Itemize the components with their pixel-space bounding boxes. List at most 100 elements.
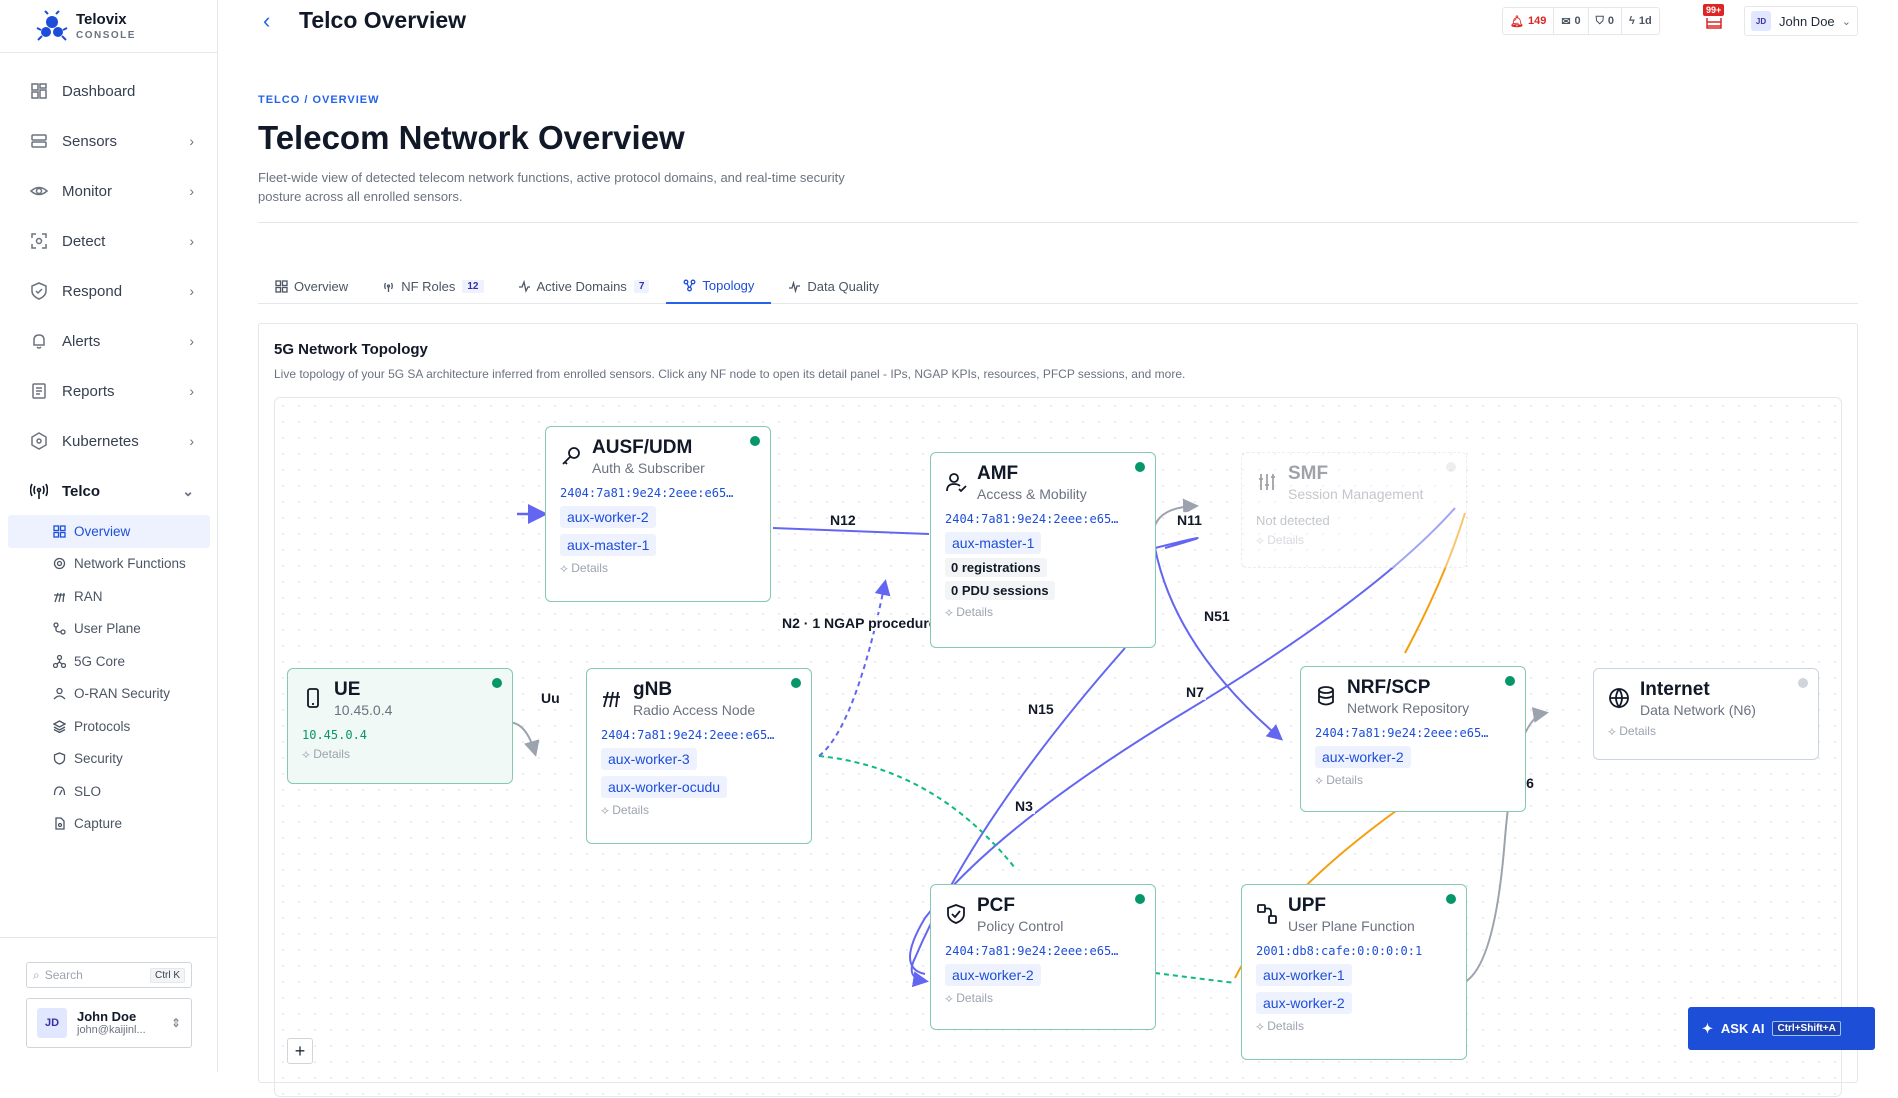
subnav-oran-security[interactable]: O-RAN Security	[8, 678, 210, 711]
back-arrow-icon[interactable]: ‹	[263, 8, 271, 33]
edge-label-n12: N12	[828, 512, 858, 528]
tab-data-quality[interactable]: Data Quality	[771, 268, 896, 304]
chevron-right-icon: ›	[189, 333, 194, 349]
subnav-5g-core[interactable]: 5G Core	[8, 645, 210, 678]
nav-sensors[interactable]: Sensors›	[0, 116, 218, 166]
node-subtitle: Network Repository	[1347, 700, 1470, 716]
tab-label: Active Domains	[536, 278, 627, 294]
tab-topology[interactable]: Topology	[666, 268, 772, 304]
page-title: Telecom Network Overview	[258, 119, 685, 156]
nav-monitor[interactable]: Monitor›	[0, 166, 218, 216]
subnav-capture[interactable]: Capture	[8, 808, 210, 841]
details-link[interactable]: ⟡ Details	[1315, 773, 1363, 787]
details-link[interactable]: ⟡ Details	[1608, 724, 1656, 738]
subnav-slo[interactable]: SLO	[8, 775, 210, 808]
subnav-security[interactable]: Security	[8, 743, 210, 776]
subnav-protocols[interactable]: Protocols	[8, 710, 210, 743]
node-title: AMF	[977, 463, 1019, 484]
host-chip[interactable]: aux-worker-2	[1256, 992, 1352, 1014]
topology-title: 5G Network Topology	[274, 341, 428, 358]
host-chip[interactable]: aux-master-1	[560, 534, 657, 556]
nav-respond[interactable]: Respond›	[0, 266, 218, 316]
subnav-user-plane[interactable]: User Plane	[8, 613, 210, 646]
nav-reports[interactable]: Reports›	[0, 366, 218, 416]
node-title: gNB	[633, 679, 673, 700]
subnav-ran[interactable]: RAN	[8, 580, 210, 613]
shield-badge[interactable]: ⛉0	[1589, 8, 1623, 34]
nav-alerts[interactable]: Alerts›	[0, 316, 218, 366]
nav-dashboard[interactable]: Dashboard	[0, 66, 218, 116]
route-icon	[1257, 904, 1277, 924]
node-subtitle: Radio Access Node	[633, 702, 756, 718]
details-link[interactable]: ⟡ Details	[945, 605, 993, 619]
tab-overview[interactable]: Overview	[258, 268, 365, 304]
node-title: AUSF/UDM	[592, 437, 693, 458]
antenna-icon	[384, 282, 394, 292]
ask-ai-shortcut: Ctrl+Shift+A	[1772, 1021, 1841, 1036]
host-chip[interactable]: aux-master-1	[945, 532, 1042, 554]
tab-label: NF Roles	[401, 278, 456, 294]
host-chip[interactable]: aux-worker-2	[560, 506, 656, 528]
details-link[interactable]: ⟡ Details	[1256, 533, 1304, 547]
notifications-button[interactable]: 99+	[1701, 4, 1727, 32]
cog-icon	[53, 558, 66, 570]
details-link[interactable]: ⟡ Details	[1256, 1019, 1304, 1033]
host-chip[interactable]: aux-worker-3	[601, 748, 697, 770]
host-chip[interactable]: aux-worker-2	[1315, 746, 1411, 768]
subnav-network-functions[interactable]: Network Functions	[8, 548, 210, 581]
subnav-overview[interactable]: Overview	[8, 515, 210, 548]
details-link[interactable]: ⟡ Details	[302, 747, 350, 761]
inbox-badge[interactable]: ✉︎0	[1554, 8, 1589, 34]
chevron-updown-icon: ⇕	[170, 1016, 181, 1030]
node-subtitle: Access & Mobility	[977, 486, 1087, 502]
nav-telco[interactable]: Telco⌄	[0, 466, 218, 516]
chevron-right-icon: ›	[189, 133, 194, 149]
details-link[interactable]: ⟡ Details	[601, 803, 649, 817]
topology-canvas[interactable]: N12 N11 N2 · 1 NGAP procedures N51 Uu N1…	[274, 397, 1842, 1097]
phone-icon	[307, 688, 319, 708]
host-chip[interactable]: aux-worker-2	[945, 964, 1041, 986]
details-link[interactable]: ⟡ Details	[560, 561, 608, 575]
chevron-right-icon: ›	[189, 233, 194, 249]
alerts-count: 149	[1527, 15, 1547, 27]
host-chip[interactable]: aux-worker-1	[1256, 964, 1352, 986]
edge-label-n15: N15	[1026, 701, 1056, 717]
details-link[interactable]: ⟡ Details	[945, 991, 993, 1005]
activity-icon	[518, 279, 530, 293]
host-chip[interactable]: aux-worker-ocudu	[601, 776, 728, 798]
tab-nf-roles[interactable]: NF Roles 12	[365, 268, 500, 304]
alerts-badge[interactable]: 🔔︎149	[1503, 8, 1555, 34]
nav-kubernetes[interactable]: Kubernetes›	[0, 416, 218, 466]
subnav-label: Security	[74, 751, 123, 767]
zoom-in-button[interactable]: +	[287, 1038, 313, 1064]
avatar: JD	[37, 1008, 67, 1038]
breadcrumb[interactable]: TELCO / OVERVIEW	[258, 94, 380, 106]
node-status-text: Not detected	[1256, 513, 1330, 528]
bolt-icon: ϟ	[1629, 15, 1635, 27]
edge-label-n11: N11	[1175, 512, 1204, 528]
bell-icon: 🔔︎	[1510, 15, 1524, 28]
tab-label: Data Quality	[807, 278, 879, 294]
node-subtitle: Auth & Subscriber	[592, 460, 705, 476]
nav-detect[interactable]: Detect›	[0, 216, 218, 266]
tab-count: 12	[462, 279, 484, 293]
file-capture-icon	[55, 817, 65, 830]
node-subtitle: User Plane Function	[1288, 918, 1415, 934]
grid-icon	[275, 279, 288, 293]
